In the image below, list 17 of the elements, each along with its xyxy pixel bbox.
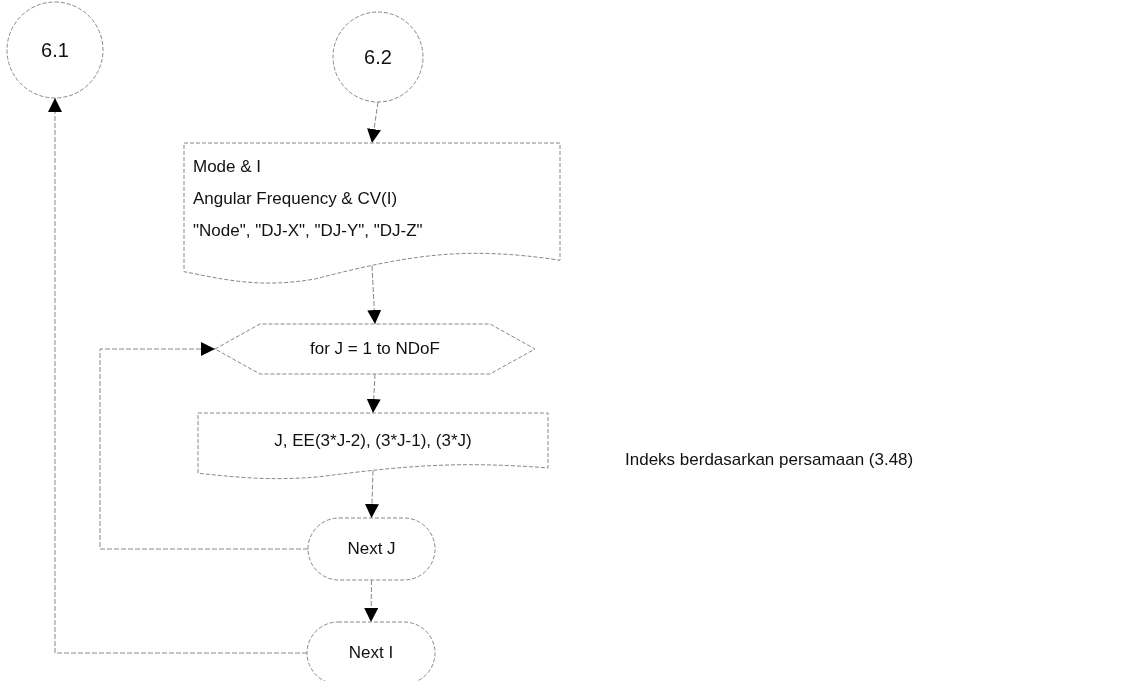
arrow — [367, 101, 381, 144]
node-text: "Node", "DJ-X", "DJ-Y", "DJ-Z" — [193, 221, 423, 241]
arrow — [364, 470, 379, 519]
node-text: Next J — [346, 539, 397, 559]
arrow — [367, 265, 382, 325]
arrow — [364, 579, 379, 623]
node-text: for J = 1 to NDoF — [309, 339, 441, 359]
node-text: 6.2 — [363, 47, 393, 67]
arrow — [48, 97, 308, 654]
arrow — [99, 342, 309, 550]
node-text: J, EE(3*J-2), (3*J-1), (3*J) — [273, 431, 473, 452]
node-text: 6.1 — [40, 40, 70, 60]
note-text: Indeks berdasarkan persamaan (3.48) — [625, 450, 914, 470]
node-text: Angular Frequency & CV(I) — [193, 189, 398, 209]
node-text: Next I — [347, 643, 395, 663]
arrow — [366, 373, 381, 414]
node-text: Mode & I — [193, 157, 262, 177]
